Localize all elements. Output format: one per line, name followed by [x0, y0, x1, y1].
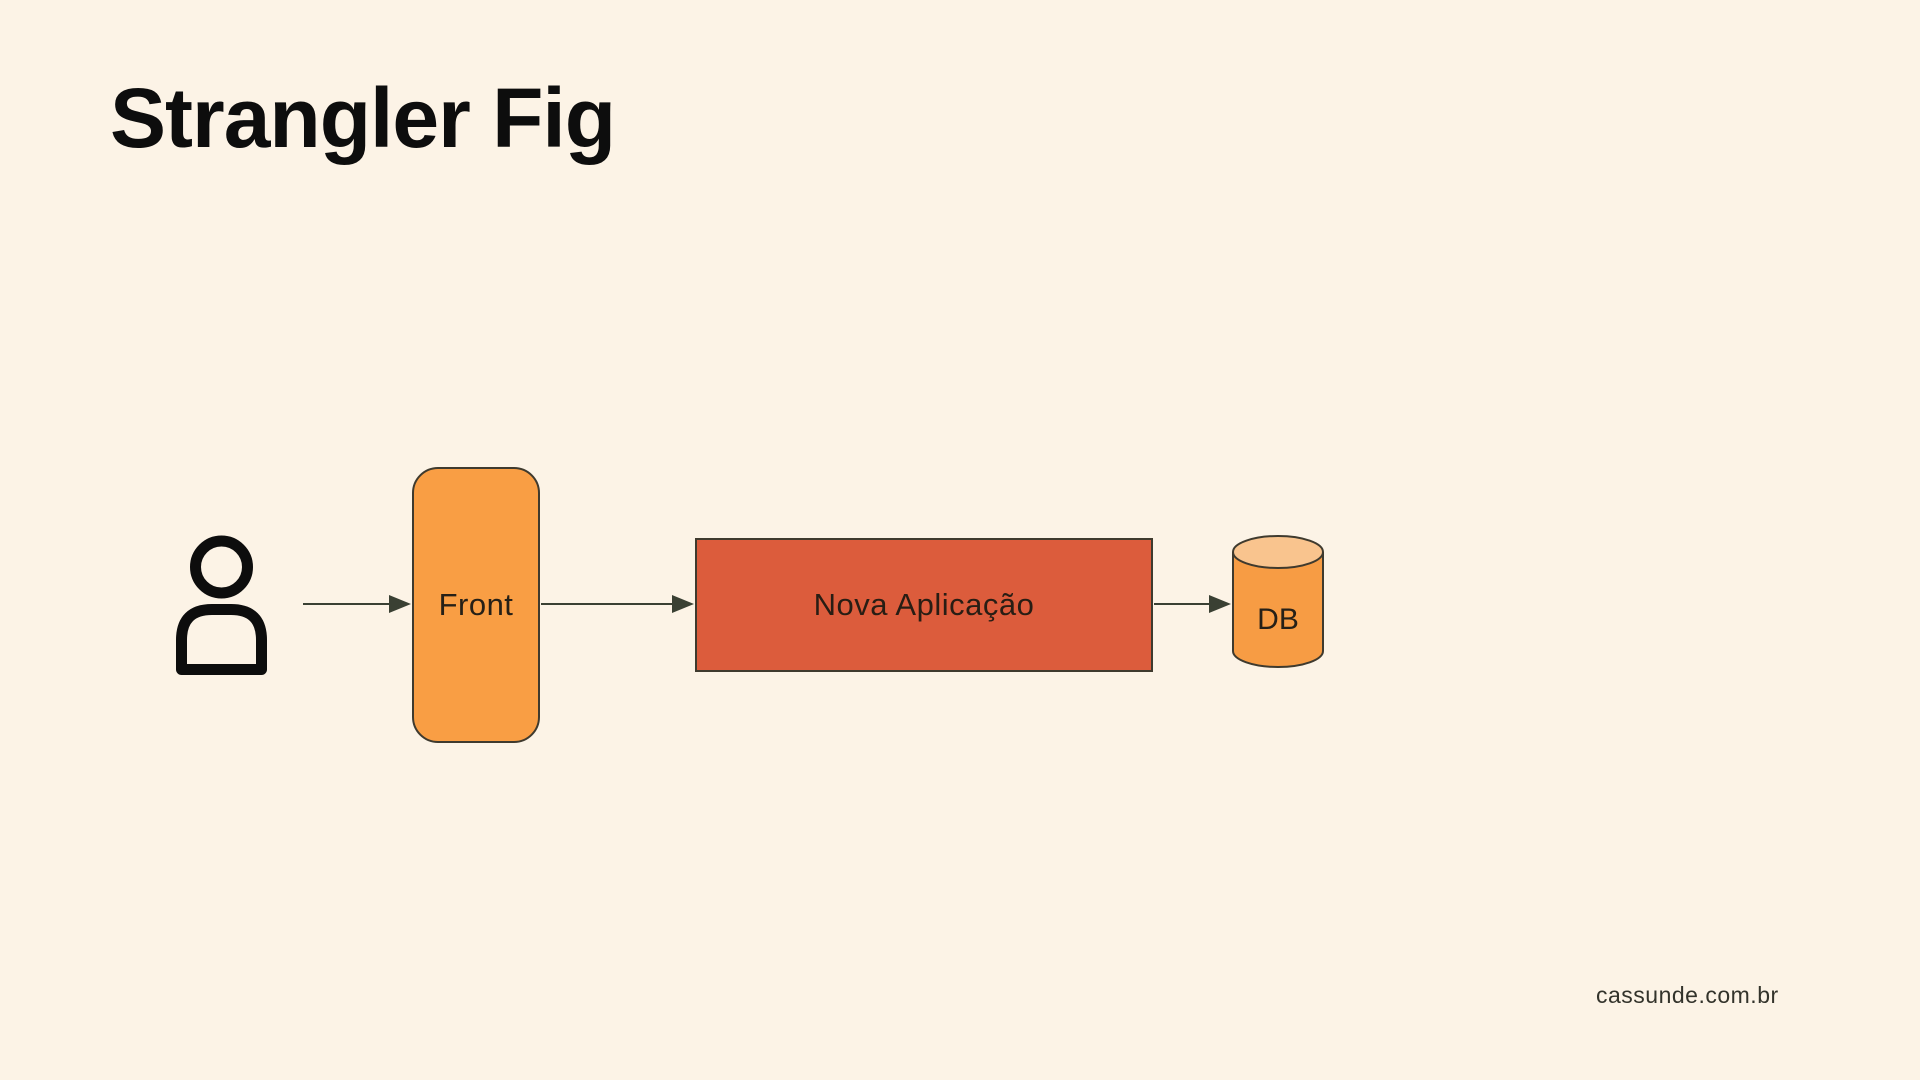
nova-aplicacao-node: Nova Aplicação — [695, 538, 1153, 672]
front-node: Front — [412, 467, 540, 743]
nova-aplicacao-node-label: Nova Aplicação — [813, 587, 1035, 622]
database-cylinder-icon: DB — [1232, 535, 1324, 668]
footer-url: cassunde.com.br — [1596, 982, 1779, 1008]
front-node-label: Front — [438, 587, 514, 622]
person-icon — [176, 535, 267, 675]
db-node-label: DB — [1257, 603, 1299, 636]
page-title: Strangler Fig — [110, 71, 616, 165]
